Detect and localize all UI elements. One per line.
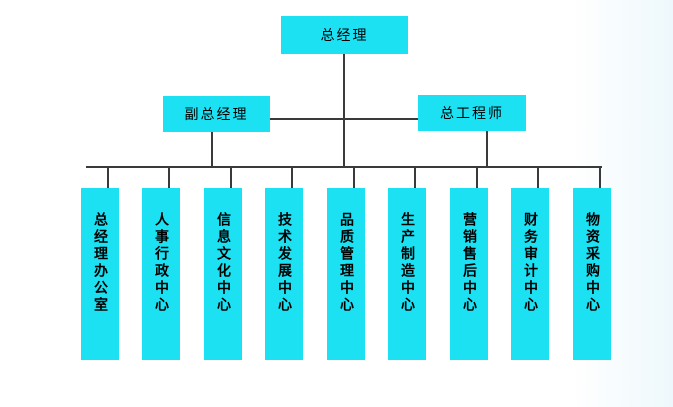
org-node-department-4: 技术发展中心 bbox=[265, 188, 303, 360]
connector-root-drop bbox=[343, 54, 345, 166]
org-node-deputy-general-manager: 副总经理 bbox=[163, 96, 270, 132]
org-node-department-8: 财务审计中心 bbox=[511, 188, 549, 360]
connector-stub-9 bbox=[599, 166, 601, 188]
org-node-label: 生产制造中心 bbox=[399, 212, 415, 314]
org-node-label: 信息文化中心 bbox=[215, 212, 231, 314]
connector-stub-8 bbox=[537, 166, 539, 188]
org-node-department-7: 营销售后中心 bbox=[450, 188, 488, 360]
connector-chief-engineer-drop bbox=[486, 131, 488, 166]
connector-level2-horizontal bbox=[270, 118, 418, 120]
connector-stub-3 bbox=[230, 166, 232, 188]
org-node-label: 总经理 bbox=[320, 27, 369, 43]
org-node-label: 品质管理中心 bbox=[338, 212, 354, 314]
org-node-department-1: 总经理办公室 bbox=[81, 188, 119, 360]
org-node-department-2: 人事行政中心 bbox=[142, 188, 180, 360]
org-node-department-6: 生产制造中心 bbox=[388, 188, 426, 360]
org-node-department-3: 信息文化中心 bbox=[204, 188, 242, 360]
org-node-label: 总工程师 bbox=[440, 105, 504, 121]
org-node-label: 人事行政中心 bbox=[153, 212, 169, 314]
connector-stub-2 bbox=[168, 166, 170, 188]
connector-distribution-line bbox=[86, 166, 602, 168]
connector-stub-1 bbox=[107, 166, 109, 188]
connector-stub-6 bbox=[414, 166, 416, 188]
org-node-label: 总经理办公室 bbox=[92, 212, 108, 314]
org-node-label: 技术发展中心 bbox=[276, 212, 292, 314]
connector-stub-4 bbox=[291, 166, 293, 188]
connector-stub-5 bbox=[353, 166, 355, 188]
org-node-chief-engineer: 总工程师 bbox=[418, 95, 526, 131]
connector-deputy-gm-drop bbox=[211, 132, 213, 166]
org-node-department-5: 品质管理中心 bbox=[327, 188, 365, 360]
connector-stub-7 bbox=[476, 166, 478, 188]
org-node-department-9: 物资采购中心 bbox=[573, 188, 611, 360]
org-node-general-manager: 总经理 bbox=[281, 16, 408, 54]
org-node-label: 副总经理 bbox=[184, 106, 249, 122]
org-node-label: 财务审计中心 bbox=[522, 212, 538, 314]
org-node-label: 物资采购中心 bbox=[584, 212, 600, 314]
org-node-label: 营销售后中心 bbox=[461, 212, 477, 314]
